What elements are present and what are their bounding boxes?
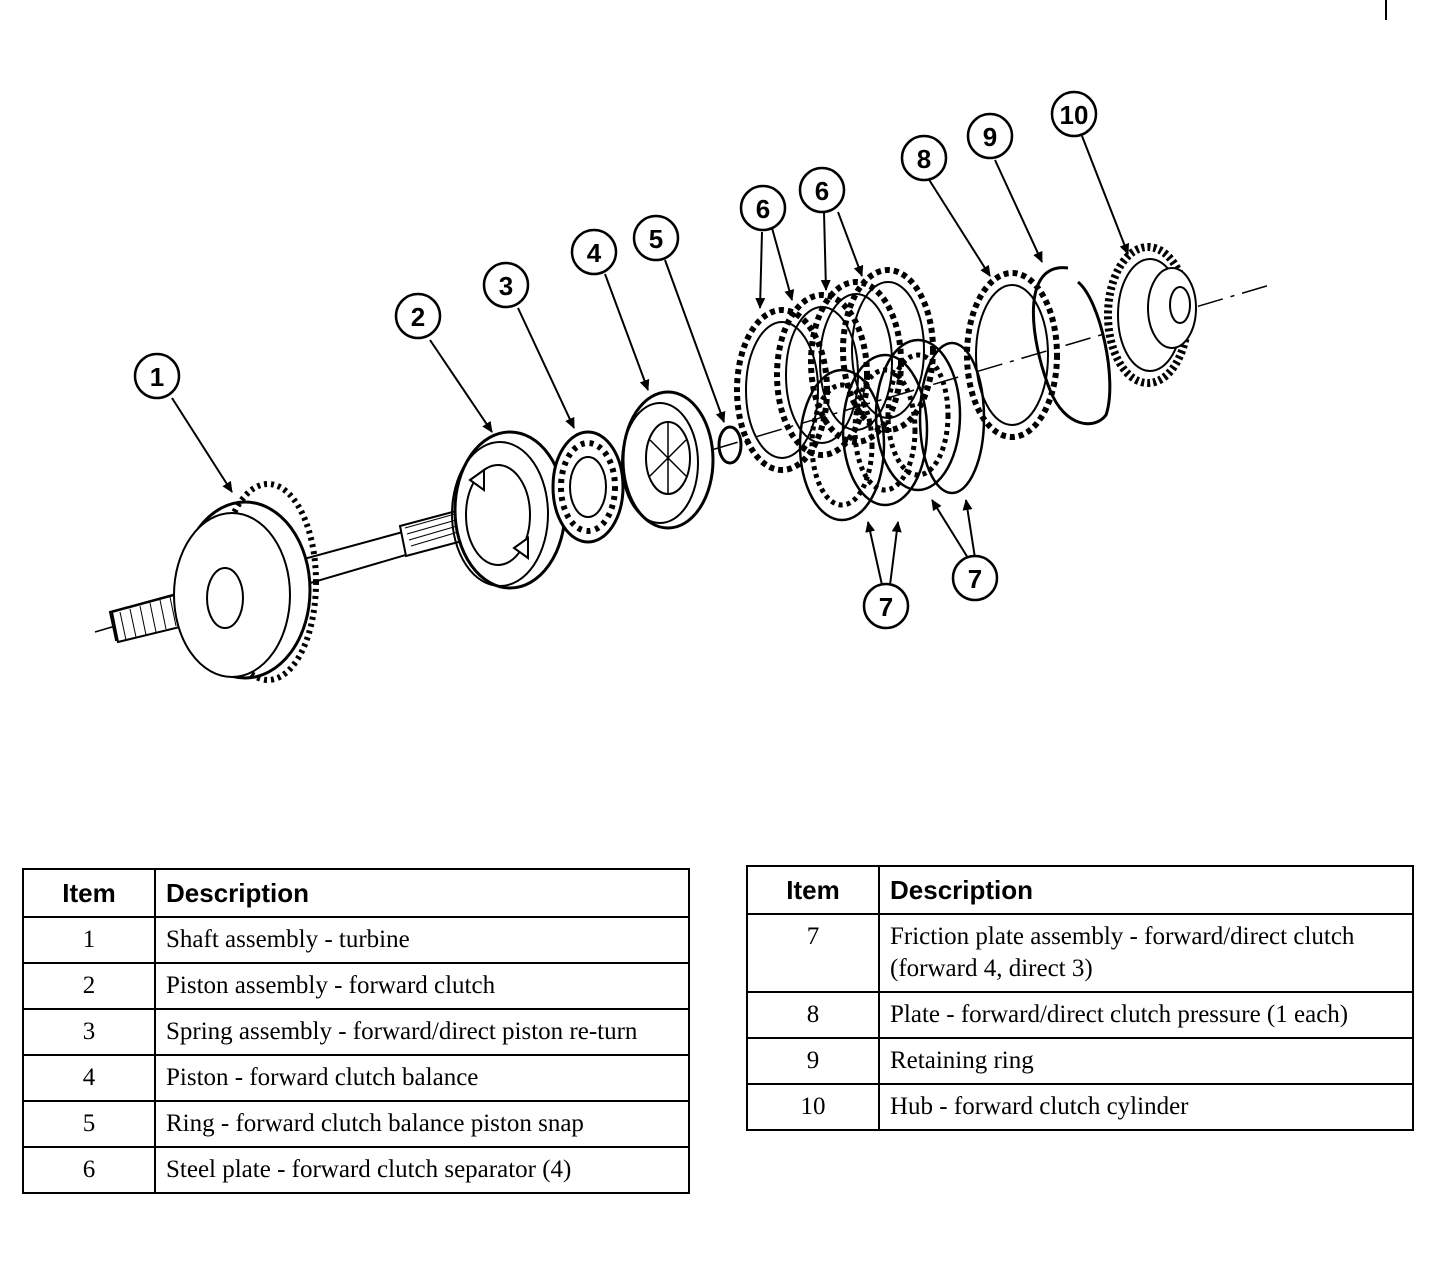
- item-number: 3: [22, 1008, 156, 1056]
- callout-6b: 6: [798, 166, 846, 214]
- table-row: 2 Piston assembly - forward clutch: [22, 962, 690, 1010]
- part-balance-piston: [621, 390, 715, 530]
- part-turbine-shaft: [108, 481, 468, 683]
- table-row: 1 Shaft assembly - turbine: [22, 916, 690, 964]
- item-number: 2: [22, 962, 156, 1010]
- item-description: Hub - forward clutch cylinder: [878, 1083, 1414, 1131]
- svg-text:8: 8: [917, 144, 931, 174]
- item-description: Ring - forward clutch balance piston sna…: [154, 1100, 690, 1148]
- part-spring-assembly: [551, 430, 625, 544]
- callout-1: 1: [133, 352, 181, 400]
- callout-7a: 7: [862, 582, 910, 630]
- table-header-row: Item Description: [746, 865, 1414, 915]
- exploded-diagram: 1 2 3 4 5 6 6 7 7 8 9 10: [94, 90, 1271, 683]
- part-hub: [1104, 243, 1197, 387]
- callout-10: 10: [1050, 90, 1098, 138]
- parts-table-right: Item Description 7 Friction plate assemb…: [746, 865, 1414, 1131]
- svg-text:9: 9: [983, 122, 997, 152]
- item-number: 4: [22, 1054, 156, 1102]
- part-snap-ring: [717, 425, 743, 465]
- parts-table-left: Item Description 1 Shaft assembly - turb…: [22, 868, 690, 1194]
- callout-5: 5: [632, 214, 680, 262]
- table-row: 5 Ring - forward clutch balance piston s…: [22, 1100, 690, 1148]
- item-description: Piston assembly - forward clutch: [154, 962, 690, 1010]
- part-piston-assembly: [451, 430, 567, 590]
- header-item: Item: [746, 865, 880, 915]
- item-number: 6: [22, 1146, 156, 1194]
- table-row: 3 Spring assembly - forward/direct pisto…: [22, 1008, 690, 1056]
- item-description: Plate - forward/direct clutch pressure (…: [878, 991, 1414, 1039]
- item-number: 9: [746, 1037, 880, 1085]
- table-row: 7 Friction plate assembly - forward/dire…: [746, 913, 1414, 993]
- callout-3: 3: [482, 261, 530, 309]
- item-description: Piston - forward clutch balance: [154, 1054, 690, 1102]
- table-row: 4 Piston - forward clutch balance: [22, 1054, 690, 1102]
- item-description: Shaft assembly - turbine: [154, 916, 690, 964]
- table-row: 10 Hub - forward clutch cylinder: [746, 1083, 1414, 1131]
- svg-text:10: 10: [1060, 100, 1089, 130]
- svg-text:4: 4: [587, 238, 602, 268]
- item-number: 10: [746, 1083, 880, 1131]
- item-description: Friction plate assembly - forward/direct…: [878, 913, 1414, 993]
- item-number: 5: [22, 1100, 156, 1148]
- part-retaining-ring: [1032, 266, 1112, 426]
- svg-text:7: 7: [968, 564, 982, 594]
- svg-text:5: 5: [649, 224, 663, 254]
- table-row: 8 Plate - forward/direct clutch pressure…: [746, 991, 1414, 1039]
- table-header-row: Item Description: [22, 868, 690, 918]
- part-pressure-plate: [964, 270, 1060, 440]
- table-row: 6 Steel plate - forward clutch separator…: [22, 1146, 690, 1194]
- svg-text:3: 3: [499, 271, 513, 301]
- svg-text:2: 2: [411, 302, 425, 332]
- table-row: 9 Retaining ring: [746, 1037, 1414, 1085]
- svg-text:1: 1: [150, 362, 164, 392]
- header-description: Description: [154, 868, 690, 918]
- svg-text:6: 6: [815, 176, 829, 206]
- callout-9: 9: [966, 112, 1014, 160]
- item-number: 1: [22, 916, 156, 964]
- callout-8: 8: [900, 134, 948, 182]
- svg-text:7: 7: [879, 592, 893, 622]
- item-description: Retaining ring: [878, 1037, 1414, 1085]
- item-number: 7: [746, 913, 880, 993]
- item-description: Spring assembly - forward/direct piston …: [154, 1008, 690, 1056]
- callout-6a: 6: [739, 184, 787, 232]
- header-item: Item: [22, 868, 156, 918]
- corner-mark: [1385, 0, 1387, 20]
- leader-arrows: [171, 135, 1130, 586]
- header-description: Description: [878, 865, 1414, 915]
- callout-4: 4: [570, 228, 618, 276]
- callout-7b: 7: [951, 554, 999, 602]
- svg-text:6: 6: [756, 194, 770, 224]
- item-number: 8: [746, 991, 880, 1039]
- callout-2: 2: [394, 292, 442, 340]
- item-description: Steel plate - forward clutch separator (…: [154, 1146, 690, 1194]
- part-clutch-pack: [734, 267, 986, 522]
